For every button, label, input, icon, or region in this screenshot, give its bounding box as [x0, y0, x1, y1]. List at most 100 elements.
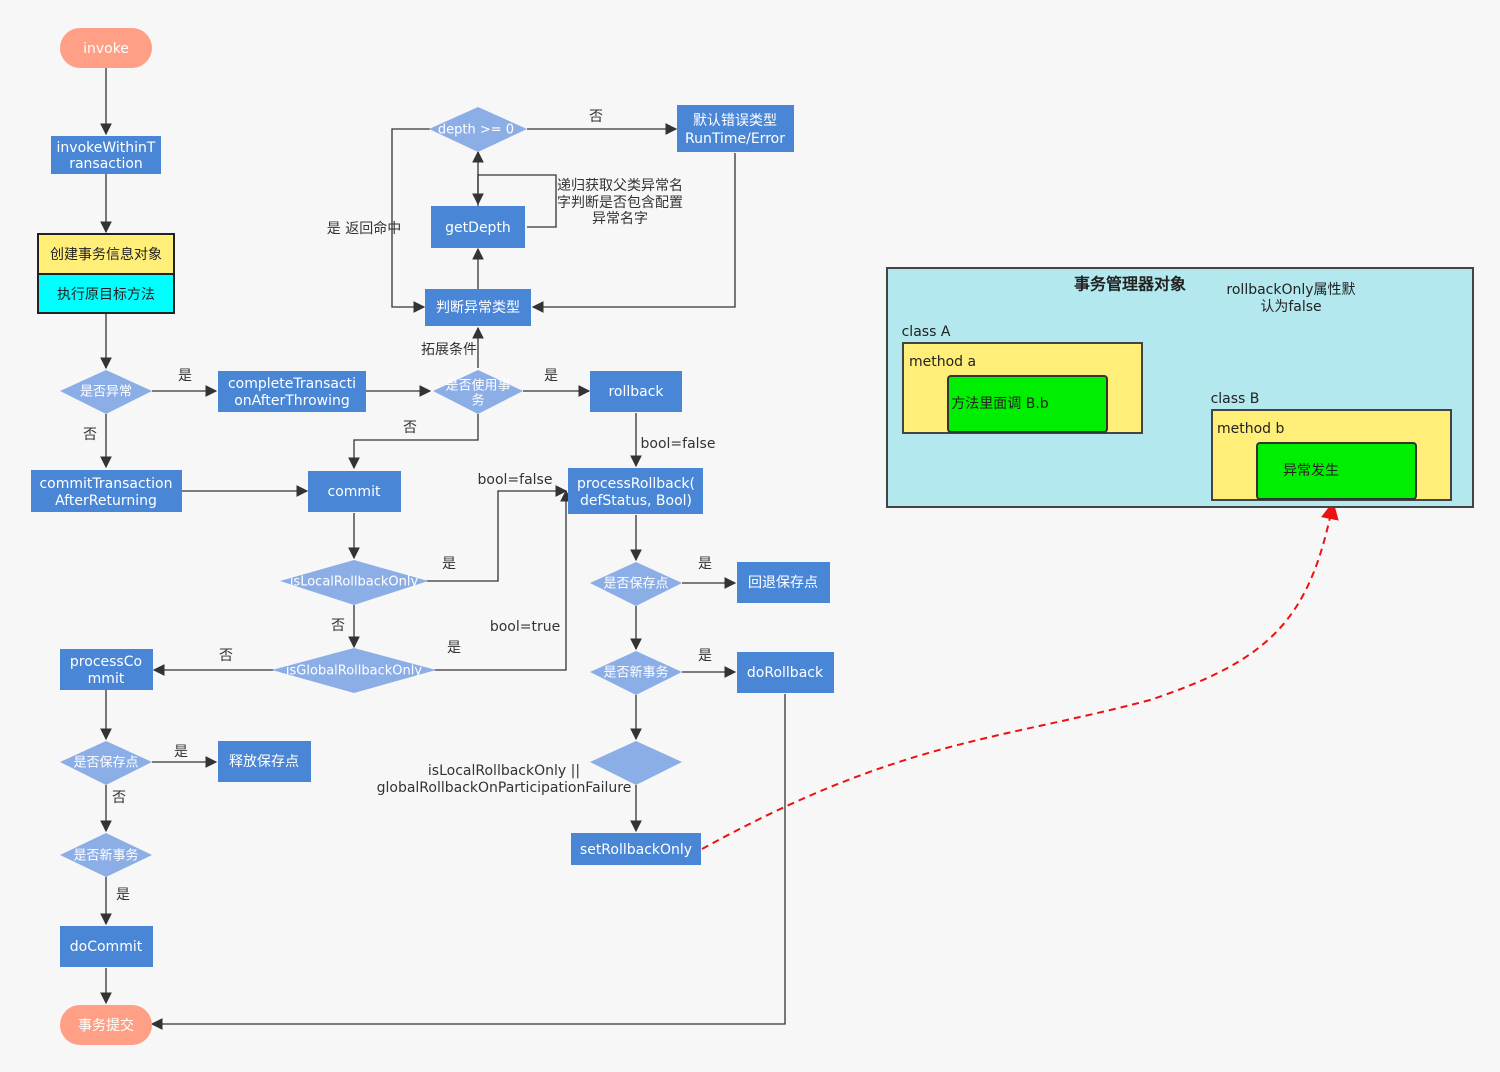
invoke-label: invoke — [83, 41, 129, 57]
label-yes-global: 是 — [447, 640, 461, 656]
get-depth-label: getDepth — [445, 220, 511, 236]
rollback-box[interactable]: rollback — [590, 371, 682, 412]
complete-after-throwing-box[interactable]: completeTransacti onAfterThrowing — [218, 371, 366, 412]
is-local-rollback-only-diamond[interactable]: isLocalRollbackOnly — [280, 560, 428, 605]
rollback-condition-diamond[interactable] — [590, 741, 682, 785]
tx-commit-label: 事务提交 — [78, 1017, 134, 1034]
label-or-condition-2: globalRollbackOnParticipationFailure — [377, 780, 632, 796]
has-savepoint-right-diamond[interactable]: 是否保存点 — [590, 562, 682, 606]
rollback-to-savepoint-label: 回退保存点 — [748, 575, 818, 591]
do-commit-label: doCommit — [70, 939, 143, 955]
default-error-type-box[interactable]: 默认错误类型 RunTime/Error — [677, 105, 794, 152]
label-yes-newtx-left: 是 — [116, 887, 130, 903]
label-recursive-note-2: 字判断是否包含配置 — [557, 195, 683, 211]
label-recursive-note-1: 递归获取父类异常名 — [557, 177, 683, 194]
is-new-tx-left-diamond[interactable]: 是否新事务 — [60, 833, 152, 877]
tx-manager-note-2: 认为false — [1260, 299, 1321, 315]
label-yes-return-hit: 是 返回命中 — [327, 220, 401, 237]
process-commit-label-1: processCo — [70, 654, 142, 670]
use-transaction-label-2: 务 — [471, 393, 484, 409]
label-yes-usetx: 是 — [544, 368, 558, 384]
create-tx-info-box[interactable]: 创建事务信息对象 — [37, 233, 175, 275]
label-yes-savepoint-right: 是 — [698, 556, 712, 572]
class-b-label: class B — [1211, 391, 1260, 407]
judge-exception-type-label: 判断异常类型 — [436, 300, 520, 316]
process-rollback-box[interactable]: processRollback( defStatus, Bool) — [568, 468, 703, 514]
label-or-condition-1: isLocalRollbackOnly || — [428, 763, 580, 779]
is-new-tx-left-label: 是否新事务 — [73, 848, 138, 864]
invoke-within-label-2: ransaction — [69, 156, 143, 172]
release-savepoint-box[interactable]: 释放保存点 — [218, 741, 311, 782]
label-bool-true: bool=true — [490, 619, 560, 635]
label-no-local: 否 — [331, 618, 345, 634]
do-rollback-label: doRollback — [747, 665, 824, 681]
is-new-tx-right-diamond[interactable]: 是否新事务 — [590, 651, 682, 695]
is-exception-diamond[interactable]: 是否异常 — [60, 370, 152, 414]
label-bool-false-rollback: bool=false — [641, 436, 716, 452]
label-recursive-note-3: 异常名字 — [592, 211, 648, 227]
edge-labels: 是 否 是 否 拓展条件 否 是 返回命中 递归获取父类异常名 字判断是否包含配… — [83, 109, 715, 903]
tx-commit-terminal[interactable]: 事务提交 — [60, 1005, 152, 1045]
edge-local-yes-processrollback — [426, 485, 568, 582]
label-no-depth: 否 — [589, 109, 603, 125]
do-commit-box[interactable]: doCommit — [60, 926, 153, 967]
use-transaction-label-1: 是否使用事 — [445, 378, 510, 394]
invoke-terminal[interactable]: invoke — [60, 28, 152, 68]
exception-label: 异常发生 — [1283, 463, 1339, 479]
get-depth-box[interactable]: getDepth — [431, 206, 525, 248]
is-global-rollback-only-label: isGlobalRollbackOnly — [286, 664, 422, 679]
use-transaction-diamond[interactable]: 是否使用事 务 — [433, 370, 523, 414]
class-a-label: class A — [902, 324, 951, 340]
exec-target-box[interactable]: 执行原目标方法 — [37, 273, 175, 314]
edge-global-yes-processrollback — [434, 489, 572, 671]
is-global-rollback-only-diamond[interactable]: isGlobalRollbackOnly — [272, 648, 436, 693]
set-rollback-only-label: setRollbackOnly — [580, 842, 692, 858]
create-tx-info-label: 创建事务信息对象 — [50, 246, 162, 263]
exception-box — [1256, 442, 1417, 500]
call-bb-box — [947, 375, 1108, 433]
is-exception-label: 是否异常 — [80, 385, 132, 400]
commit-after-returning-box[interactable]: commitTransaction AfterReturning — [31, 470, 182, 512]
edge-depth-yes-return — [391, 128, 430, 313]
has-savepoint-left-diamond[interactable]: 是否保存点 — [60, 741, 152, 785]
process-rollback-label-1: processRollback( — [577, 476, 695, 492]
rollback-to-savepoint-box[interactable]: 回退保存点 — [737, 562, 830, 603]
label-yes-savepoint-left: 是 — [174, 744, 188, 760]
depth-check-diamond[interactable]: depth >= 0 — [429, 107, 527, 152]
label-yes-local: 是 — [442, 556, 456, 572]
tx-manager-title: 事务管理器对象 — [1074, 275, 1186, 294]
do-rollback-box[interactable]: doRollback — [737, 652, 834, 693]
complete-after-throwing-label-2: onAfterThrowing — [234, 393, 350, 409]
depth-check-label: depth >= 0 — [438, 123, 514, 138]
method-b-label: method b — [1217, 421, 1285, 437]
set-rollback-only-box[interactable]: setRollbackOnly — [571, 833, 701, 865]
label-extend-condition: 拓展条件 — [421, 341, 477, 358]
invoke-within-transaction-box[interactable]: invokeWithinT ransaction — [51, 136, 161, 174]
has-savepoint-right-label: 是否保存点 — [603, 577, 668, 592]
edge-getdepth-recursive — [472, 174, 557, 228]
is-new-tx-right-label: 是否新事务 — [603, 665, 668, 681]
tx-manager-note-1: rollbackOnly属性默 — [1226, 282, 1355, 298]
is-local-rollback-only-label: isLocalRollbackOnly — [290, 575, 419, 590]
commit-box[interactable]: commit — [308, 471, 401, 512]
label-no-global: 否 — [219, 648, 233, 664]
complete-after-throwing-label-1: completeTransacti — [228, 376, 356, 392]
label-yes-newtx-right: 是 — [698, 648, 712, 664]
label-no-usetx: 否 — [403, 420, 417, 436]
edge-usetx-no-commit — [348, 414, 479, 470]
method-a-label: method a — [909, 354, 976, 370]
judge-exception-type-box[interactable]: 判断异常类型 — [425, 289, 531, 326]
edge-default-to-judge — [531, 153, 736, 313]
call-bb-label: 方法里面调 B.b — [951, 396, 1049, 412]
process-commit-box[interactable]: processCo mmit — [60, 649, 153, 690]
has-savepoint-left-label: 是否保存点 — [73, 756, 138, 771]
edge-dorollback-to-end — [150, 694, 786, 1030]
process-commit-label-2: mmit — [88, 671, 125, 687]
label-no-savepoint-left: 否 — [112, 790, 126, 806]
connectors — [100, 68, 1339, 1030]
process-rollback-label-2: defStatus, Bool) — [580, 493, 692, 509]
tx-manager-panel: 事务管理器对象 rollbackOnly属性默 认为false class A … — [886, 267, 1474, 508]
label-bool-false-local: bool=false — [478, 472, 553, 488]
release-savepoint-label: 释放保存点 — [229, 754, 299, 770]
